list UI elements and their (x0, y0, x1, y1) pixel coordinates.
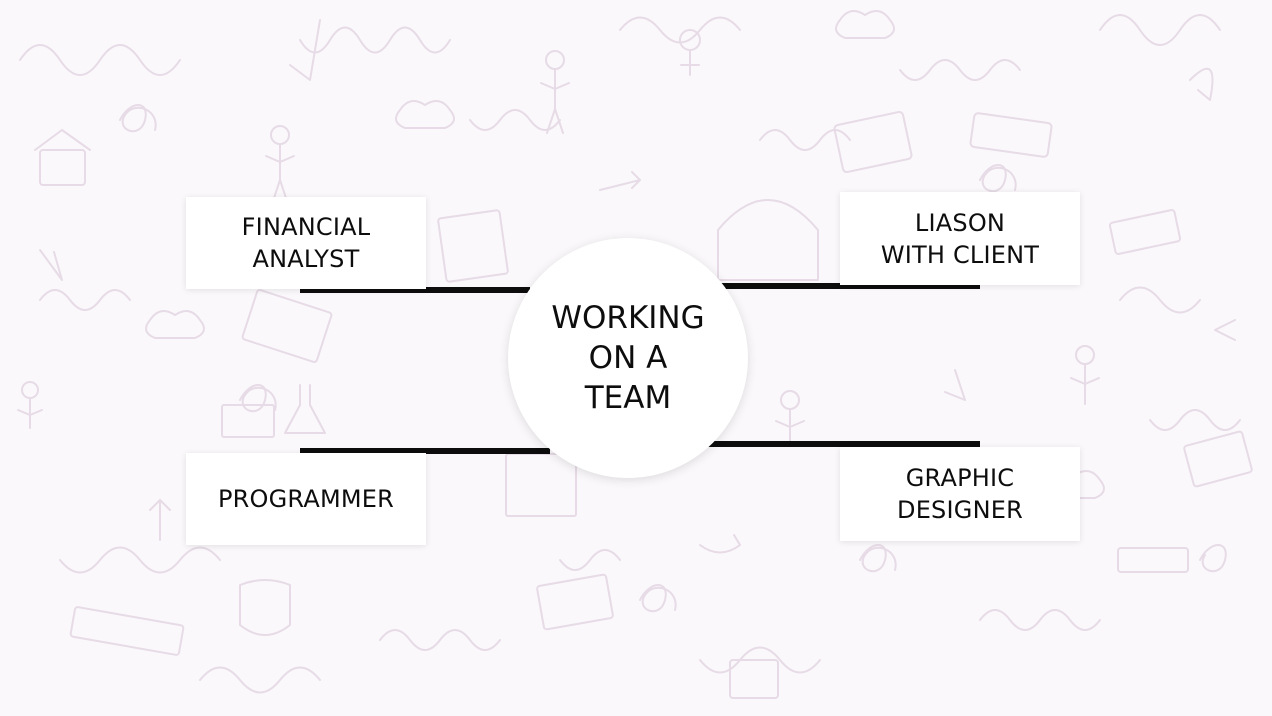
connector-programmer (300, 448, 550, 454)
center-label: WORKING ON A TEAM (551, 300, 705, 416)
center-hub: WORKING ON A TEAM (508, 238, 748, 478)
connector-graphic-designer (708, 441, 980, 447)
role-label: FINANCIAL ANALYST (241, 213, 371, 273)
role-box-programmer: PROGRAMMER (186, 453, 426, 545)
role-label: GRAPHIC DESIGNER (897, 464, 1023, 524)
role-box-liason-with-client: LIASON WITH CLIENT (840, 192, 1080, 285)
role-label: LIASON WITH CLIENT (880, 208, 1040, 269)
role-label: PROGRAMMER (217, 485, 394, 513)
role-box-financial-analyst: FINANCIAL ANALYST (186, 197, 426, 289)
role-box-graphic-designer: GRAPHIC DESIGNER (840, 447, 1080, 541)
connector-liason-with-client (718, 283, 980, 289)
connector-financial-analyst (300, 287, 530, 293)
